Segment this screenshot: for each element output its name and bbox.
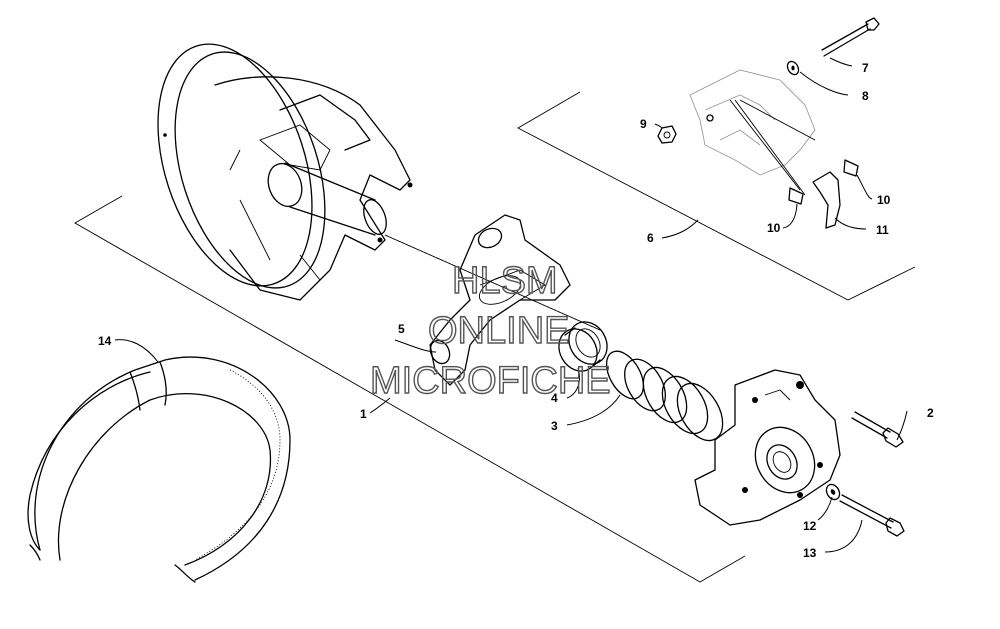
callout-4: 4 [551,391,558,405]
bolt-part-13 [839,494,905,537]
washer-part-12 [825,483,841,501]
washer-part-8 [786,60,800,76]
callout-14: 14 [98,334,112,348]
arm-subassembly-part-6 [657,69,859,229]
callout-9: 9 [640,117,647,131]
leader-lines [114,57,908,553]
callout-6: 6 [647,231,654,245]
watermark-line-2: ONLINE [428,310,569,352]
callout-1: 1 [360,407,367,421]
pin-part-7 [821,17,880,57]
callout-10-upper: 10 [877,193,891,207]
callout-11: 11 [876,223,889,237]
bolt-part-2 [851,411,904,448]
callout-labels: 1 2 3 4 5 6 7 8 9 10 10 11 12 13 14 [98,61,934,560]
drive-clutch-sheave [157,43,413,301]
callout-2: 2 [927,406,934,420]
callout-7: 7 [862,61,869,75]
center-axis-line [384,234,601,331]
drive-belt-part-14 [27,356,291,583]
watermark-line-3: MICROFICHE [370,360,611,402]
callout-3: 3 [551,419,558,433]
cover-plate [694,369,841,526]
assembly-bracket-1 [74,195,746,583]
callout-5: 5 [398,322,405,336]
bushing-part-4 [558,321,608,372]
callout-12: 12 [803,519,817,533]
assembly-bracket-6 [517,91,916,301]
watermark: HLSM ONLINE MICROFICHE [369,259,611,402]
callout-8: 8 [862,89,869,103]
watermark-line-1: HLSM [452,260,558,302]
callout-13: 13 [803,546,817,560]
spider-arm-part-5 [429,214,571,386]
callout-10-lower: 10 [767,221,781,235]
